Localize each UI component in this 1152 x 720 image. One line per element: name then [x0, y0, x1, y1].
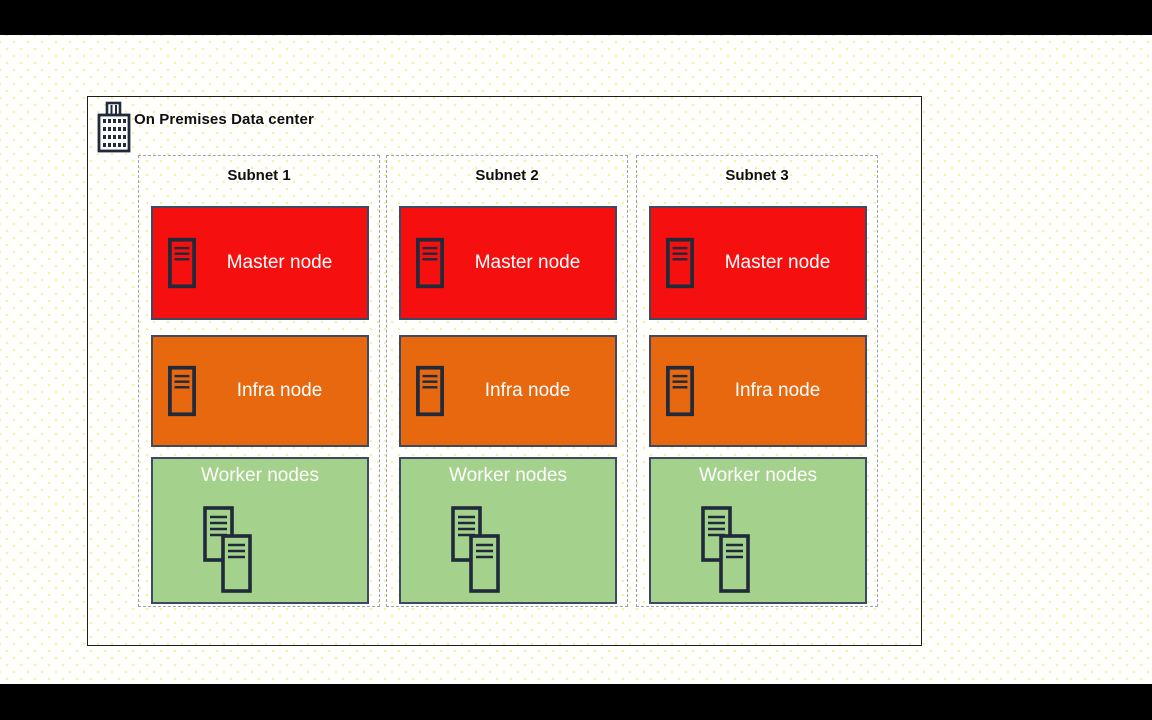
infra-node-label: Infra node — [484, 379, 571, 401]
worker-nodes-label: Worker nodes — [699, 465, 817, 486]
datacenter-header: On Premises Data center — [96, 101, 314, 153]
worker-nodes-label: Worker nodes — [449, 465, 567, 486]
server-icon — [666, 365, 694, 417]
letterbox-top — [0, 0, 1152, 35]
worker-nodes-label: Worker nodes — [201, 465, 319, 486]
subnet-2-master-node: Master node — [399, 206, 617, 320]
server-icon — [416, 365, 444, 417]
server-icon — [416, 237, 444, 289]
subnet-2-title: Subnet 2 — [475, 167, 539, 184]
subnet-3-worker-nodes: Worker nodes — [649, 457, 867, 604]
server-icon — [168, 365, 196, 417]
infra-node-label: Infra node — [734, 379, 821, 401]
subnet-3-master-node: Master node — [649, 206, 867, 320]
double-server-icon — [701, 506, 750, 593]
server-icon — [666, 237, 694, 289]
master-node-label: Master node — [474, 251, 581, 273]
subnet-1-infra-node: Infra node — [151, 335, 369, 447]
subnet-1-title: Subnet 1 — [227, 167, 291, 184]
subnet-2: Subnet 2 Master node Infra node Worker n… — [386, 155, 628, 607]
double-server-icon — [451, 506, 500, 593]
subnet-2-infra-node: Infra node — [399, 335, 617, 447]
master-node-label: Master node — [724, 251, 831, 273]
subnet-3-infra-node: Infra node — [649, 335, 867, 447]
subnet-3: Subnet 3 Master node Infra node Worker n… — [636, 155, 878, 607]
subnet-1-master-node: Master node — [151, 206, 369, 320]
datacenter-title: On Premises Data center — [134, 111, 314, 128]
server-icon — [168, 237, 196, 289]
building-icon — [97, 101, 131, 153]
datacenter-container: On Premises Data center Subnet 1 Master … — [87, 96, 922, 646]
subnet-1-worker-nodes: Worker nodes — [151, 457, 369, 604]
subnet-3-title: Subnet 3 — [725, 167, 789, 184]
master-node-label: Master node — [226, 251, 333, 273]
letterbox-bottom — [0, 684, 1152, 720]
infra-node-label: Infra node — [236, 379, 323, 401]
subnet-1: Subnet 1 Master node Infra node Worker n… — [138, 155, 380, 607]
subnet-2-worker-nodes: Worker nodes — [399, 457, 617, 604]
double-server-icon — [203, 506, 252, 593]
